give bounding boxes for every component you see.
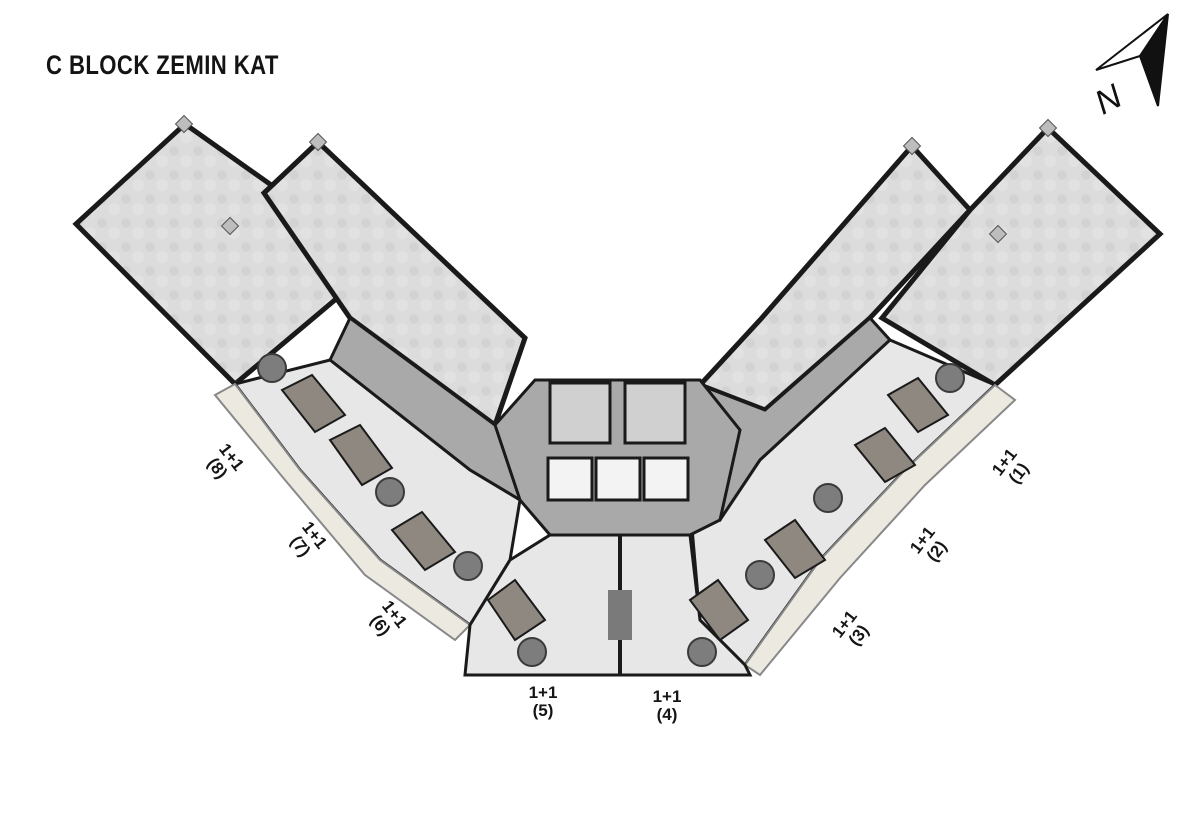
unit-number: (4) <box>656 705 678 724</box>
units-band-center <box>463 533 753 677</box>
unit-label-5: 1+1 (5) <box>523 684 563 720</box>
shaft-center <box>608 590 632 640</box>
terrace-left-outer <box>72 120 385 388</box>
corridor-left <box>328 315 537 503</box>
bedroom-6 <box>390 510 457 572</box>
right-wing <box>688 124 1164 677</box>
terrace-right-inner <box>695 142 974 413</box>
table-7 <box>375 477 405 507</box>
stair-right <box>623 381 687 445</box>
unit-label-7: 1+1 (7) <box>281 514 334 568</box>
unit-type: 1+1 <box>528 683 558 702</box>
table-8 <box>257 353 287 383</box>
central-core <box>463 378 753 677</box>
column <box>174 114 194 134</box>
elevator-3 <box>642 456 690 502</box>
bedroom-5 <box>486 578 547 642</box>
elevator-1 <box>546 456 594 502</box>
column <box>988 224 1008 244</box>
bedroom-7 <box>328 423 394 487</box>
column <box>1038 118 1058 138</box>
bedroom-8 <box>280 373 347 434</box>
table-1 <box>935 363 965 393</box>
north-letter: N <box>1089 77 1129 120</box>
column <box>308 132 328 152</box>
unit-label-4: 1+1 (4) <box>647 688 687 724</box>
unit-type: 1+1 <box>652 687 682 706</box>
table-5 <box>517 637 547 667</box>
unit-label-1: 1+1 (1) <box>986 441 1039 495</box>
bedroom-3 <box>763 518 827 580</box>
corridor-right <box>688 315 893 522</box>
table-3 <box>745 560 775 590</box>
balcony-strip-left <box>213 382 472 642</box>
corridor-center <box>493 378 742 537</box>
north-arrow-icon: N <box>1089 13 1169 120</box>
bedroom-4 <box>688 578 750 642</box>
column <box>902 136 922 156</box>
column <box>220 216 240 236</box>
unit-label-8: 1+1 (8) <box>198 436 251 490</box>
bedroom-2 <box>853 426 917 484</box>
unit-label-6: 1+1 (6) <box>361 593 414 647</box>
unit-number: (5) <box>532 701 554 720</box>
terrace-right-outer <box>878 124 1164 389</box>
table-2 <box>813 483 843 513</box>
stair-left <box>548 381 612 445</box>
bedroom-1 <box>886 376 950 434</box>
unit-label-2: 1+1 (2) <box>904 519 957 573</box>
balcony-strip-right <box>743 383 1017 677</box>
units-band-left <box>232 358 522 628</box>
page-title: C BLOCK ZEMIN KAT <box>46 50 279 80</box>
unit-label-3: 1+1 (3) <box>826 603 879 657</box>
table-4 <box>687 637 717 667</box>
columns <box>174 114 1058 244</box>
table-6 <box>453 551 483 581</box>
terrace-left-inner <box>260 138 528 430</box>
elevator-2 <box>594 456 642 502</box>
